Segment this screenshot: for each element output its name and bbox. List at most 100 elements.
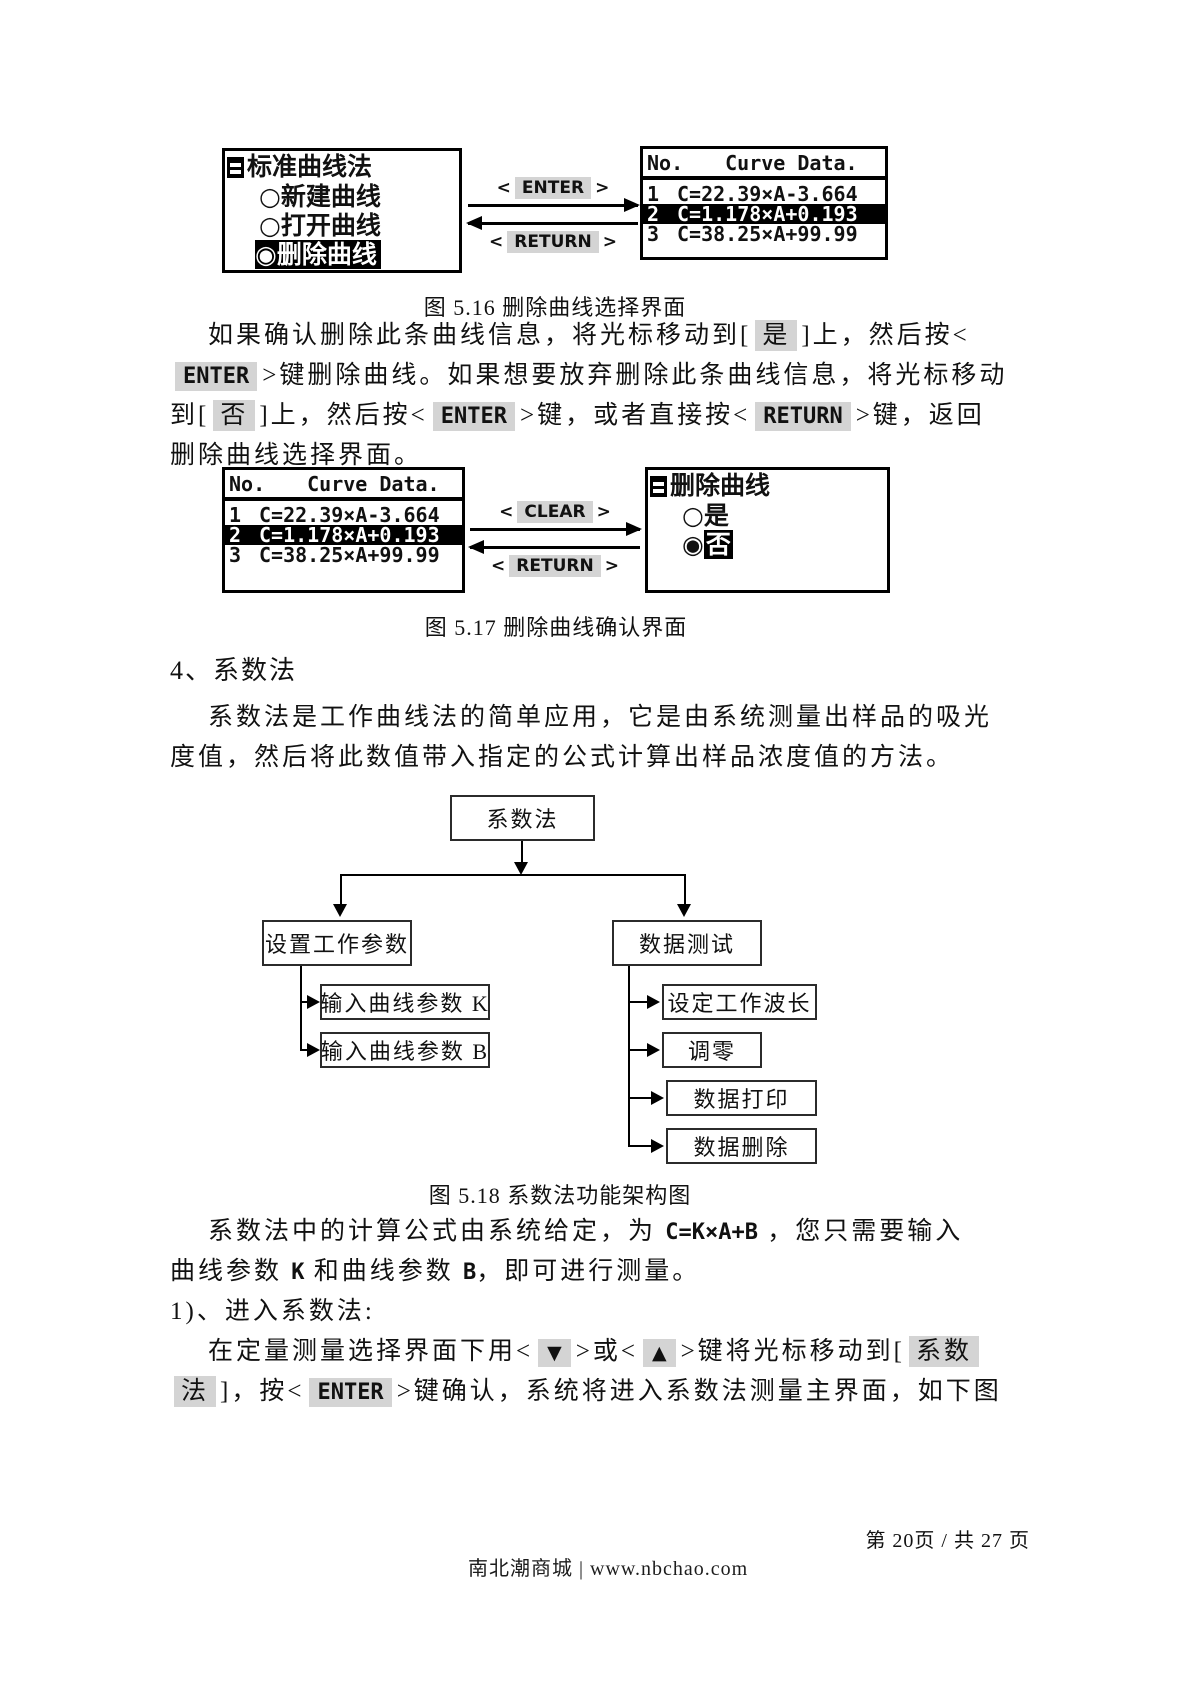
text-segment: 曲线参数 xyxy=(170,1258,292,1285)
highlighted-key: ▼ xyxy=(538,1339,571,1367)
curve-list-header: No. Curve Data. xyxy=(225,470,462,501)
enter-key: ENTER xyxy=(514,177,592,199)
arrowhead-right-icon xyxy=(647,995,660,1009)
flow-connector xyxy=(300,966,302,1051)
menu-option-label: 新建曲线 xyxy=(280,182,381,211)
text-segment: >键确认，系统将进入系数法测量主界面，如下图 xyxy=(396,1378,1002,1405)
flow-connector xyxy=(628,966,630,1147)
flow-box-data-test: 数据测试 xyxy=(612,920,762,966)
text-line: ENTER>键删除曲线。如果想要放弃删除此条曲线信息，将光标移动 xyxy=(170,356,1050,396)
arrowhead-right-icon xyxy=(647,1043,660,1057)
arrowhead-right-icon xyxy=(307,1043,320,1057)
confirm-option-yes: ○是 xyxy=(648,501,887,530)
option-label: 是 xyxy=(703,501,729,530)
text-line: 系数法是工作曲线法的简单应用，它是由系统测量出样品的吸光 xyxy=(208,704,993,731)
radio-on-icon: ◉ xyxy=(682,530,704,559)
confirm-option-no: ◉否 xyxy=(648,530,887,559)
flow-box-set-wavelength: 设定工作波长 xyxy=(662,984,817,1020)
curve-formula: C=38.25×A+99.99 xyxy=(677,222,858,246)
highlighted-key: 系数 xyxy=(909,1336,980,1367)
arrow-left xyxy=(468,540,640,554)
flow-box-zero: 调零 xyxy=(662,1032,762,1068)
selected-option: ◉删除曲线 xyxy=(255,240,381,269)
angle-left: < xyxy=(496,178,511,198)
text-segment: ，您只需要输入 xyxy=(757,1218,964,1245)
text-segment: >键删除曲线。如果想要放弃删除此条曲线信息，将光标移动 xyxy=(262,362,1008,389)
arrow-right xyxy=(468,198,640,212)
highlighted-key: RETURN xyxy=(755,402,851,431)
lcd-screen-delete-confirm: 删除曲线 ○是 ◉否 xyxy=(645,467,890,593)
col-curve-data: Curve Data. xyxy=(725,151,858,175)
flow-connector xyxy=(628,1049,650,1051)
lcd-confirm-title-text: 删除曲线 xyxy=(670,471,771,500)
enter-key-label: <ENTER> xyxy=(468,177,638,199)
highlighted-key: 否 xyxy=(213,400,256,431)
text-segment: >键，返回 xyxy=(855,402,985,429)
highlighted-key: 是 xyxy=(755,320,798,351)
menu-option-label: 打开曲线 xyxy=(280,211,381,240)
curve-formula: C=1.178×A+0.193 xyxy=(677,202,858,226)
text-segment: 1)、进入系数法: xyxy=(170,1298,375,1325)
arrowhead-right-icon xyxy=(624,198,640,212)
flow-connector xyxy=(521,841,523,865)
arrowhead-down-icon xyxy=(333,904,347,917)
text-segment: 到[ xyxy=(170,402,210,429)
col-no: No. xyxy=(229,472,266,496)
paragraph-enter-coefficient: 在定量测量选择界面下用<▼>或<▲>键将光标移动到[系数 法]，按<ENTER>… xyxy=(170,1332,1050,1412)
menu-option-delete-curve: ◉删除曲线 xyxy=(225,240,459,269)
lcd-menu-title: 标准曲线法 xyxy=(225,151,459,182)
angle-left: < xyxy=(499,502,514,522)
return-key-label: <RETURN> xyxy=(468,231,638,253)
arrowhead-down-icon xyxy=(677,904,691,917)
curve-list-header: No. Curve Data. xyxy=(643,149,885,180)
text-segment: ]上，然后按< xyxy=(801,322,970,349)
text-segment: 系数法中的计算公式由系统给定，为 xyxy=(208,1218,666,1245)
text-segment: >键将光标移动到[ xyxy=(680,1338,905,1365)
menu-option-new-curve: ○新建曲线 xyxy=(225,182,459,211)
option-label-selected: 否 xyxy=(703,530,733,559)
text-segment: B xyxy=(463,1260,477,1285)
arrowhead-right-icon xyxy=(651,1091,664,1105)
curve-formula: C=22.39×A-3.664 xyxy=(259,503,440,527)
flow-box-data-print: 数据打印 xyxy=(666,1080,817,1116)
text-segment: 如果确认删除此条曲线信息，将光标移动到[ xyxy=(208,322,752,349)
arrow-left xyxy=(466,216,638,230)
angle-right: > xyxy=(595,178,610,198)
paragraph-delete-confirm: 如果确认删除此条曲线信息，将光标移动到[是]上，然后按< ENTER>键删除曲线… xyxy=(170,316,1050,476)
radio-off-icon: ○ xyxy=(259,211,281,240)
menu-list-icon xyxy=(650,476,667,497)
flow-box-data-delete: 数据删除 xyxy=(666,1128,817,1164)
text-segment: 删除曲线选择界面。 xyxy=(170,442,423,469)
text-line: 曲线参数 K 和曲线参数 B，即可进行测量。 xyxy=(170,1252,1050,1292)
flow-rail xyxy=(340,874,686,876)
arrowhead-left-icon xyxy=(468,540,484,554)
text-line: 删除曲线选择界面。 xyxy=(170,436,1050,476)
text-line: 在定量测量选择界面下用<▼>或<▲>键将光标移动到[系数 xyxy=(170,1332,1050,1372)
text-segment: ]上，然后按< xyxy=(259,402,428,429)
highlighted-key: ENTER xyxy=(309,1378,392,1407)
highlighted-key: ENTER xyxy=(175,362,258,391)
text-segment: C=K×A+B xyxy=(665,1220,758,1245)
col-curve-data: Curve Data. xyxy=(307,472,440,496)
figure-caption-5-17: 图 5.17 删除曲线确认界面 xyxy=(424,615,688,640)
flow-box-param-k: 输入曲线参数 K xyxy=(320,984,490,1020)
flow-connector xyxy=(684,874,686,906)
text-segment: 在定量测量选择界面下用< xyxy=(208,1338,534,1365)
curve-formula: C=22.39×A-3.664 xyxy=(677,182,858,206)
text-line: 到[否]上，然后按<ENTER>键，或者直接按<RETURN>键，返回 xyxy=(170,396,1050,436)
return-key: RETURN xyxy=(509,555,601,577)
radio-off-icon: ○ xyxy=(682,501,704,530)
lcd-menu-title-text: 标准曲线法 xyxy=(247,152,373,181)
flow-box-set-params: 设置工作参数 xyxy=(262,920,412,966)
lcd-confirm-title: 删除曲线 xyxy=(648,470,887,501)
curve-formula: C=38.25×A+99.99 xyxy=(259,543,440,567)
paragraph-coefficient-intro: 系数法是工作曲线法的简单应用，它是由系统测量出样品的吸光 度值，然后将此数值带入… xyxy=(170,698,1050,778)
text-line: 度值，然后将此数值带入指定的公式计算出样品浓度值的方法。 xyxy=(170,744,955,771)
text-segment: 和曲线参数 xyxy=(304,1258,464,1285)
angle-right: > xyxy=(602,232,617,252)
highlighted-key: ENTER xyxy=(432,402,516,431)
